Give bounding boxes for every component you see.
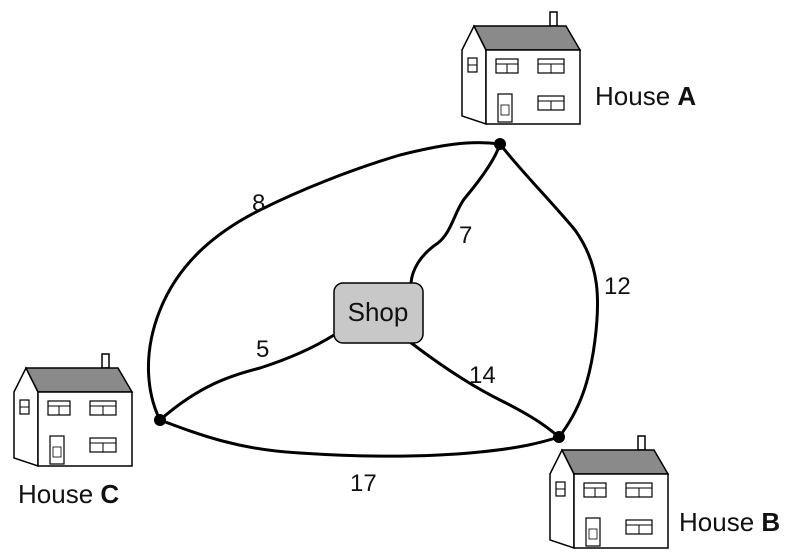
edge-c-a [147, 141, 502, 422]
shop-box [333, 282, 424, 344]
house-c-label: House C [18, 479, 119, 509]
house-c-label-prefix: House [18, 479, 100, 509]
node-b [553, 431, 565, 443]
house-c: House C [13, 353, 133, 509]
house-c-label-letter: C [100, 479, 119, 509]
edge-weight-shop-a: 7 [459, 222, 472, 249]
house-a-label-letter: A [677, 81, 696, 111]
edge-shop-b [408, 340, 561, 439]
edge-weight-a-b: 12 [604, 273, 631, 300]
edge-c-b [158, 418, 561, 458]
house-a-label-prefix: House [595, 81, 677, 111]
edge-weight-shop-b: 14 [469, 362, 496, 389]
house-b: House B [549, 435, 780, 549]
edge-shop-a [409, 142, 502, 285]
house-a-label: House A [595, 81, 696, 111]
shop-node: Shop [333, 282, 424, 344]
edge-a-b [498, 142, 600, 439]
edge-shop-c [158, 333, 336, 422]
house-b-label-prefix: House [679, 507, 761, 537]
edge-weight-c-a: 8 [252, 190, 265, 217]
shop-label: Shop [348, 297, 409, 327]
edge-weight-c-b: 17 [350, 470, 377, 497]
house-b-label: House B [679, 507, 780, 537]
house-a: House A [461, 11, 696, 125]
node-a [494, 138, 506, 150]
edge-weight-shop-c: 5 [256, 336, 269, 363]
house-b-label-letter: B [761, 507, 780, 537]
house-b-icon [549, 435, 669, 549]
house-c-icon [13, 353, 133, 467]
house-a-icon [461, 11, 581, 125]
node-c [154, 414, 166, 426]
